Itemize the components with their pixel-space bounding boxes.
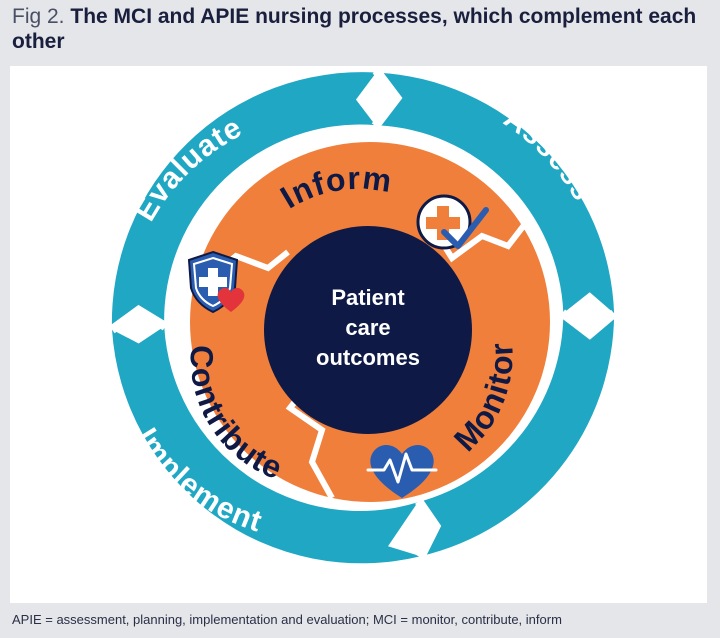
outer-ring-dividers xyxy=(109,67,618,560)
medical-cross-check-icon xyxy=(416,194,489,250)
outer-ring-segment-plan xyxy=(417,313,615,557)
outer-ring-segment-implement xyxy=(112,326,421,564)
apie-outer-ring xyxy=(109,67,618,564)
center-line-3: outcomes xyxy=(316,345,420,370)
center-line-1: Patient xyxy=(331,285,405,310)
figure-label: Fig 2. xyxy=(12,5,65,28)
shield-cross-heart-icon xyxy=(187,250,245,314)
outer-ring-segment-evaluate xyxy=(111,72,377,330)
figure-heading: The MCI and APIE nursing processes, whic… xyxy=(12,5,697,53)
outer-ring-segment-assess xyxy=(375,72,615,314)
center-disc xyxy=(264,226,472,434)
center-line-2: care xyxy=(345,315,390,340)
footnote: APIE = assessment, planning, implementat… xyxy=(12,612,562,627)
figure-title: Fig 2. The MCI and APIE nursing processe… xyxy=(12,4,712,54)
heart-pulse-icon xyxy=(366,445,438,498)
